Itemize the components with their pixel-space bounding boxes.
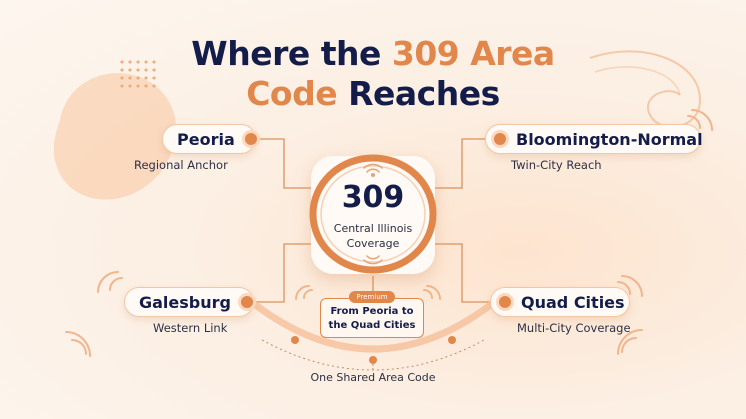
node-dot-icon — [499, 296, 511, 308]
center-card — [311, 156, 435, 274]
node-quad-cities: Quad Cities — [490, 287, 630, 317]
node-dot-icon — [494, 133, 506, 145]
signal-waves-icon — [65, 109, 713, 357]
arc-dots — [291, 336, 456, 364]
node-dot-icon — [244, 133, 257, 145]
area-code-number: 309 — [341, 180, 405, 215]
node-subtitle-quad-cities: Multi-City Coverage — [517, 321, 631, 335]
node-subtitle-galesburg: Western Link — [153, 321, 228, 335]
node-name: Quad Cities — [521, 292, 625, 312]
coverage-arc — [249, 299, 497, 353]
node-peoria: Peoria — [162, 124, 257, 154]
title-line2-suffix: Reaches — [337, 74, 500, 113]
premium-line2: the Quad Cities — [328, 320, 416, 331]
node-galesburg: Galesburg — [124, 287, 254, 317]
node-subtitle-peoria: Regional Anchor — [134, 158, 228, 172]
bottom-label: One Shared Area Code — [310, 371, 436, 384]
page-title: Where the 309 Area Code Reaches — [0, 34, 746, 114]
node-name: Galesburg — [139, 292, 231, 312]
node-name: Peoria — [177, 129, 235, 149]
center-line2: Coverage — [346, 237, 400, 250]
decorative-blob — [53, 73, 177, 200]
title-line2-accent: Code — [246, 74, 338, 113]
title-line1-accent: 309 Area — [391, 34, 555, 73]
decorative-swirl — [589, 50, 702, 128]
premium-line1: From Peoria to — [330, 306, 414, 317]
premium-box — [320, 298, 424, 338]
node-bloomington-normal: Bloomington-Normal — [485, 124, 703, 154]
node-dot-icon — [240, 296, 253, 308]
connector-lines — [240, 138, 492, 303]
node-subtitle-bloomington: Twin-City Reach — [511, 158, 602, 172]
center-line1: Central Illinois — [333, 222, 413, 235]
title-line1-prefix: Where the — [191, 34, 392, 73]
node-name: Bloomington-Normal — [516, 129, 703, 149]
premium-badge: Premium — [349, 291, 395, 303]
dot-grid-pattern — [120, 60, 156, 88]
